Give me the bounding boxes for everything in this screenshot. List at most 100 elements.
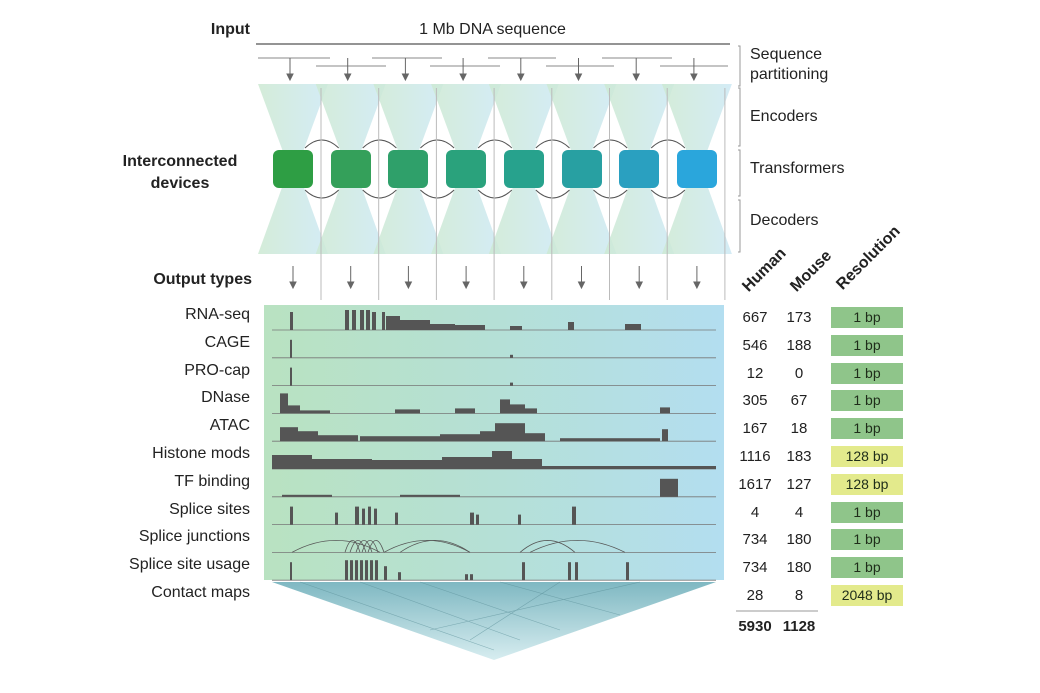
track-signal [400, 494, 460, 497]
track-signal [345, 560, 348, 581]
human-count: 4 [750, 503, 760, 521]
device-1 [273, 150, 313, 188]
track-signal [290, 312, 293, 330]
track-signal [522, 562, 525, 581]
track-signal [290, 506, 293, 525]
track-signal [318, 435, 358, 442]
stage-partitioning-label: Sequence partitioning [750, 46, 829, 83]
track-signal [400, 320, 430, 330]
track-signal [360, 560, 363, 581]
track-signal [525, 408, 537, 414]
output-label: Splice sites [169, 500, 250, 518]
track-signal [352, 310, 356, 330]
resolution-badge: 1 bp [831, 307, 903, 328]
track-signal [288, 405, 300, 414]
track-signal [470, 574, 473, 581]
track-signal [500, 399, 510, 414]
resolution-badge: 1 bp [831, 418, 903, 440]
output-label: CAGE [204, 333, 250, 351]
output-label: ATAC [209, 417, 250, 435]
track-signal [430, 324, 455, 330]
track-signal [360, 310, 364, 330]
human-count: 167 [742, 420, 768, 438]
track-signal [476, 514, 479, 525]
device-2 [330, 150, 371, 188]
resolution-badge: 1 bp [831, 334, 903, 356]
track-signal [312, 459, 372, 469]
track-signal [290, 339, 292, 358]
human-count: 305 [742, 392, 768, 410]
output-label: PRO-cap [184, 361, 250, 379]
output-label: DNase [201, 389, 250, 407]
track-signal [568, 562, 571, 581]
mouse-count: 188 [786, 336, 812, 354]
track-signal [510, 354, 513, 358]
track-signal [372, 460, 442, 469]
output-label: Contact maps [151, 584, 250, 601]
resolution-badge: 128 bp [831, 446, 903, 467]
track-signal [442, 457, 492, 469]
sequence-label: 1 Mb DNA sequence [419, 21, 566, 38]
track-signal [300, 410, 330, 414]
track-signal [656, 466, 716, 469]
track-signal [568, 322, 574, 330]
track-signal [298, 431, 318, 442]
track-signal [572, 506, 576, 525]
mouse-count: 8 [794, 587, 804, 604]
track-signal [525, 433, 545, 442]
mouse-count: 67 [790, 392, 808, 410]
track-signal [542, 466, 656, 469]
track-signal [290, 367, 292, 386]
devices-label: Interconnected devices [122, 153, 238, 192]
resolution-badge: 128 bp [831, 473, 903, 495]
device-7 [619, 150, 660, 188]
resolution-badge: 1 bp [831, 529, 903, 551]
track-signal [370, 560, 373, 581]
track-signal [272, 455, 312, 469]
track-signal [280, 427, 298, 442]
output-label: Histone mods [152, 445, 250, 462]
track-signal [374, 508, 377, 525]
resolution-badge: 1 bp [831, 362, 903, 384]
input-label: Input [210, 21, 250, 38]
track-signal [335, 512, 338, 525]
resolution-badge: 2048 bp [831, 585, 903, 606]
track-signal [386, 316, 400, 330]
track-signal [362, 508, 365, 525]
track-signal [382, 312, 385, 330]
track-signal [660, 478, 678, 497]
resolution-badge: 1 bp [831, 390, 903, 412]
track-signal [465, 574, 468, 581]
track-signal [440, 434, 480, 442]
mouse-count: 183 [786, 448, 812, 465]
human-count: 1617 [738, 475, 772, 493]
output-label: Splice junctions [138, 528, 250, 546]
human-count: 28 [746, 587, 764, 604]
track-signal [518, 514, 521, 525]
track-signal [372, 312, 376, 330]
device-5 [503, 150, 544, 188]
track-signal [365, 560, 368, 581]
track-signal [360, 436, 440, 442]
resolution-badge: 1 bp [831, 501, 903, 523]
resolution-badge: 1 bp [831, 557, 903, 579]
output-types-label: Output types [153, 271, 252, 288]
total-human: 5930 [738, 618, 772, 635]
human-count: 667 [742, 309, 768, 326]
track-signal [575, 562, 578, 581]
track-signal [280, 393, 288, 414]
mouse-count: 18 [790, 420, 808, 438]
encoder-decoder-hourglasses [258, 84, 732, 254]
total-mouse: 1128 [782, 618, 816, 635]
device-8 [676, 150, 717, 188]
device-3 [388, 150, 429, 188]
human-count: 734 [742, 531, 768, 549]
track-signal [455, 408, 475, 414]
track-signal [625, 324, 641, 330]
track-signal [282, 494, 332, 497]
track-signal [510, 326, 522, 330]
track-signal [345, 310, 349, 330]
track-signal [660, 407, 670, 414]
track-signal [495, 423, 525, 442]
track-signal [395, 409, 420, 414]
